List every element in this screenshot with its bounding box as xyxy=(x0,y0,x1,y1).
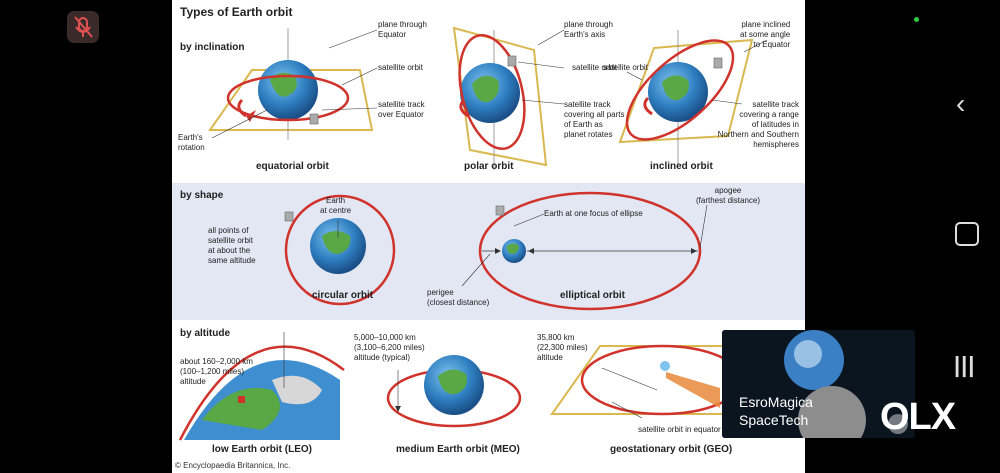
satellite-1 xyxy=(309,113,319,125)
channel-name-line-2: SpaceTech xyxy=(739,412,809,428)
video-frame xyxy=(722,330,915,438)
caption-equatorial-orbit: equatorial orbit xyxy=(256,161,329,172)
inclined-orbit-ring xyxy=(625,39,735,141)
copyright-notice: © Encyclopaedia Britannica, Inc. xyxy=(175,461,291,470)
meo-figure xyxy=(386,355,522,428)
caption-meo: medium Earth orbit (MEO) xyxy=(396,444,520,455)
diagram-title: Types of Earth orbit xyxy=(180,5,293,19)
label-track-all: satellite track covering all parts of Ea… xyxy=(564,100,625,139)
section-label-altitude: by altitude xyxy=(180,328,231,339)
label-satellite-orbit-2: satellite orbit xyxy=(572,63,617,72)
inclined-orbit-figure xyxy=(618,30,768,165)
label-plane-axis: plane through Earth's axis xyxy=(564,20,613,39)
label-apogee: apogee (farthest distance) xyxy=(696,186,761,205)
olx-watermark: OLX xyxy=(880,396,956,438)
orbit-diagram-panel: Types of Earth orbit by inclination by s… xyxy=(172,0,805,473)
label-meo-altitude: 5,000–10,000 km (3,100–6,200 miles) alti… xyxy=(354,333,425,362)
label-plane-equator: plane through Equator xyxy=(378,20,427,39)
satellite-5 xyxy=(495,205,505,216)
channel-name: EsroMagica SpaceTech xyxy=(739,393,813,429)
label-track-equator: satellite track over Equator xyxy=(378,100,425,119)
recording-indicator-dot xyxy=(914,17,919,22)
video-overlay[interactable]: EsroMagica SpaceTech xyxy=(722,330,915,438)
equatorial-orbit-figure xyxy=(208,28,378,140)
leo-orbit-arc xyxy=(178,345,345,441)
satellite-geo xyxy=(660,361,670,371)
label-perigee: perigee (closest distance) xyxy=(427,288,490,307)
label-geo-track: satellite orbit in equator xyxy=(638,425,721,434)
caption-elliptical-orbit: elliptical orbit xyxy=(560,290,626,301)
label-satellite-orbit-1: satellite orbit xyxy=(378,63,423,72)
label-leo-altitude: about 160–2,000 km (100–1,200 miles) alt… xyxy=(180,357,253,386)
circular-orbit-figure xyxy=(284,194,396,306)
channel-name-line-1: EsroMagica xyxy=(739,394,813,410)
recent-apps-icon[interactable]: ||| xyxy=(954,352,976,377)
satellite-2 xyxy=(507,55,517,67)
satellite-leo xyxy=(238,396,245,403)
label-earth-rotation: Earth's rotation xyxy=(178,133,205,152)
label-plane-inclined: plane inclined at some angle to Equator xyxy=(740,20,791,49)
label-geo-altitude: 35,800 km (22,300 miles) altitude xyxy=(537,333,588,362)
caption-polar-orbit: polar orbit xyxy=(464,161,514,172)
label-earth-centre: Earth at centre xyxy=(320,196,352,215)
home-square-icon[interactable] xyxy=(955,222,979,246)
caption-leo: low Earth orbit (LEO) xyxy=(212,444,312,455)
back-chevron-icon[interactable]: ‹ xyxy=(956,88,966,119)
orbit-diagram-drawing xyxy=(178,26,768,441)
label-all-points: all points of satellite orbit at about t… xyxy=(208,226,256,265)
elliptical-orbit-ring xyxy=(478,191,702,311)
caption-circular-orbit: circular orbit xyxy=(312,290,374,301)
leo-figure xyxy=(178,332,345,441)
caption-geo: geostationary orbit (GEO) xyxy=(610,444,733,455)
caption-inclined-orbit: inclined orbit xyxy=(650,161,713,172)
equatorial-orbit-ring xyxy=(226,74,350,122)
label-track-range: satellite track covering a range of lati… xyxy=(717,100,799,149)
circular-orbit-ring xyxy=(284,194,396,306)
equatorial-plane xyxy=(208,69,374,131)
elliptical-orbit-figure xyxy=(461,191,708,311)
satellite-3 xyxy=(713,57,723,69)
section-label-shape: by shape xyxy=(180,190,224,201)
inclined-plane xyxy=(618,38,754,144)
satellite-4 xyxy=(284,211,294,222)
section-label-inclination: by inclination xyxy=(180,42,245,53)
label-focus: Earth at one focus of ellipse xyxy=(544,209,643,218)
polar-orbit-figure xyxy=(452,26,565,170)
label-satellite-orbit-3: satellite orbit xyxy=(603,63,648,72)
microphone-muted-icon[interactable] xyxy=(67,11,99,43)
